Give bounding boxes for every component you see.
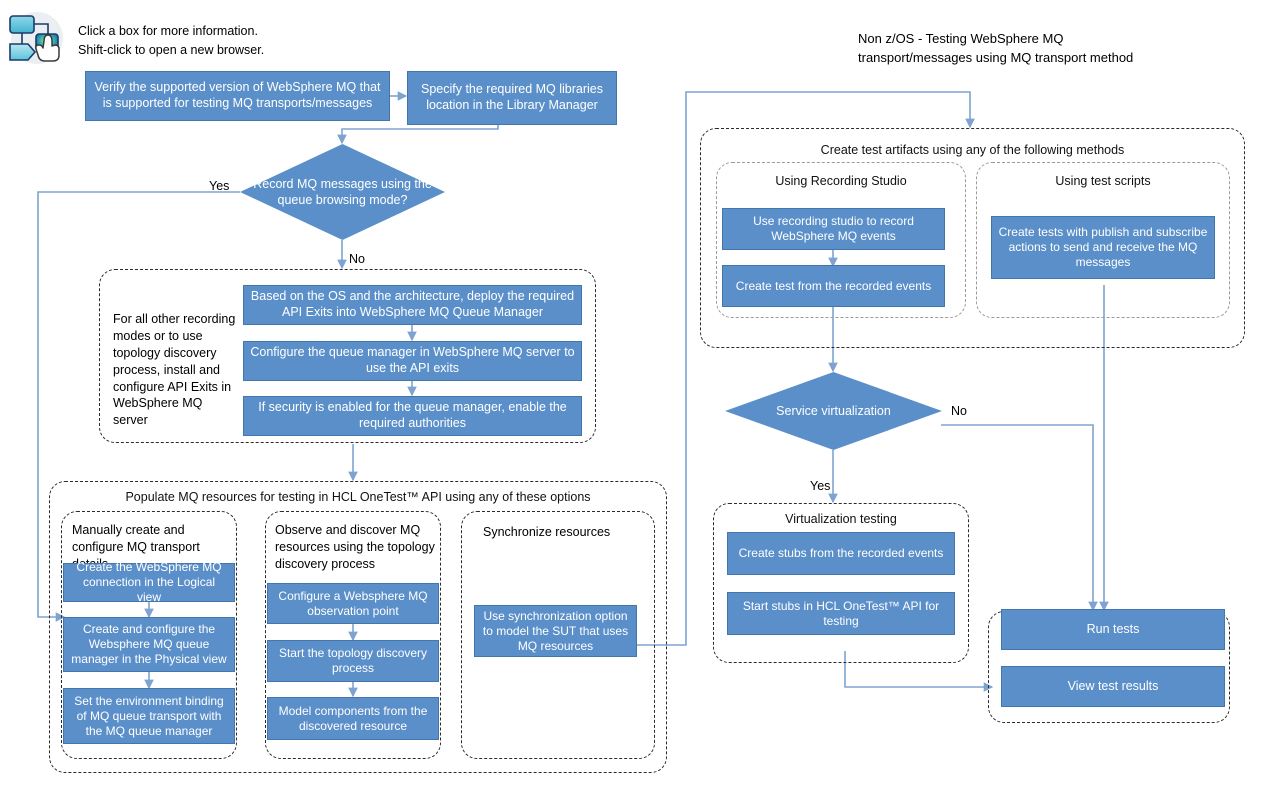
step-view-test-results[interactable]: View test results bbox=[1001, 666, 1225, 707]
decision-record-mq-shape bbox=[240, 144, 445, 240]
step-create-mq-connection[interactable]: Create the WebSphere MQ connection in th… bbox=[63, 560, 235, 604]
container-virtualization-testing bbox=[713, 503, 969, 663]
step-start-topology-discovery[interactable]: Start the topology discovery process bbox=[267, 640, 439, 682]
create-test-artifacts-title: Create test artifacts using any of the f… bbox=[820, 143, 1125, 157]
step-use-synchronization-option[interactable]: Use synchronization option to model the … bbox=[474, 605, 637, 657]
branch-label-virtualization-no: No bbox=[951, 404, 967, 418]
step-enable-authorities[interactable]: If security is enabled for the queue man… bbox=[243, 396, 582, 436]
legend-instructions: Click a box for more information. Shift-… bbox=[78, 24, 265, 57]
step-configure-observation-point[interactable]: Configure a Websphere MQ observation poi… bbox=[267, 583, 439, 624]
container-synchronize-resources bbox=[461, 511, 655, 759]
container-using-recording-studio bbox=[716, 162, 966, 318]
branch-label-record-yes: Yes bbox=[209, 179, 230, 193]
decision-service-virtualization-shape bbox=[725, 372, 942, 450]
step-create-test-from-events[interactable]: Create test from the recorded events bbox=[722, 265, 945, 307]
step-configure-queue-manager[interactable]: Configure the queue manager in WebSphere… bbox=[243, 341, 582, 381]
step-use-recording-studio[interactable]: Use recording studio to record WebSphere… bbox=[722, 208, 945, 250]
step-verify-version[interactable]: Verify the supported version of WebSpher… bbox=[85, 71, 390, 121]
step-set-environment-binding[interactable]: Set the environment binding of MQ queue … bbox=[63, 688, 235, 744]
using-recording-studio-heading: Using Recording Studio bbox=[775, 174, 907, 188]
page-title: Non z/OS - Testing WebSphere MQ transpor… bbox=[858, 31, 1134, 65]
flowchart-click-icon bbox=[4, 8, 66, 68]
container-create-test-artifacts bbox=[700, 128, 1245, 348]
virtualization-testing-heading: Virtualization testing bbox=[785, 512, 897, 526]
container-populate-resources bbox=[49, 481, 667, 773]
step-run-tests[interactable]: Run tests bbox=[1001, 609, 1225, 650]
populate-resources-title: Populate MQ resources for testing in HCL… bbox=[125, 490, 591, 504]
container-using-test-scripts bbox=[976, 162, 1230, 318]
container-api-exits bbox=[99, 269, 596, 443]
step-create-tests-publish-subscribe[interactable]: Create tests with publish and subscribe … bbox=[991, 216, 1215, 279]
branch-label-record-no: No bbox=[349, 252, 365, 266]
branch-label-virtualization-yes: Yes bbox=[810, 479, 831, 493]
step-create-queue-manager-physical[interactable]: Create and configure the Websphere MQ qu… bbox=[63, 617, 235, 672]
api-exits-side-note: For all other recording modes or to use … bbox=[113, 312, 236, 428]
step-create-stubs[interactable]: Create stubs from the recorded events bbox=[727, 532, 955, 575]
using-test-scripts-heading: Using test scripts bbox=[1055, 174, 1151, 188]
step-deploy-api-exits[interactable]: Based on the OS and the architecture, de… bbox=[243, 285, 582, 325]
step-specify-libraries[interactable]: Specify the required MQ libraries locati… bbox=[407, 71, 617, 125]
step-start-stubs[interactable]: Start stubs in HCL OneTest™ API for test… bbox=[727, 592, 955, 635]
container-manual-create bbox=[61, 511, 237, 759]
container-observe-discover bbox=[265, 511, 441, 759]
decision-service-virtualization[interactable]: Service virtualization bbox=[725, 372, 942, 450]
synchronize-resources-heading: Synchronize resources bbox=[483, 525, 611, 539]
observe-discover-heading: Observe and discover MQ resources using … bbox=[275, 523, 435, 571]
decision-record-mq[interactable]: Record MQ messages using the queue brows… bbox=[240, 144, 445, 240]
step-model-components[interactable]: Model components from the discovered res… bbox=[267, 697, 439, 740]
